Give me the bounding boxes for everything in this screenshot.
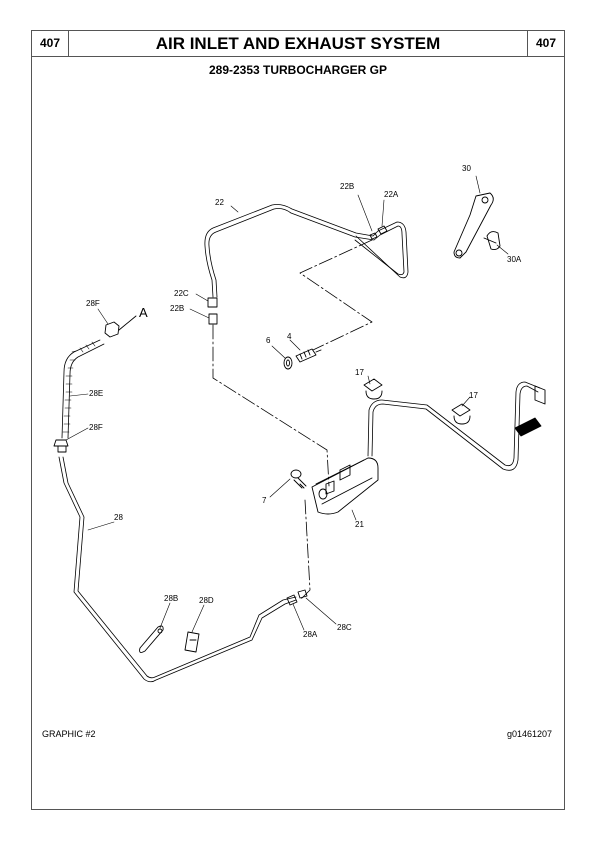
- callout-6: 6: [266, 336, 271, 345]
- callout-leaders: [65, 175, 509, 633]
- callout-22b-mid: 22B: [170, 304, 184, 313]
- parts-4-6: [283, 348, 322, 370]
- hose-28e: [61, 339, 105, 439]
- tube-22: [204, 204, 409, 298]
- callout-17-left: 17: [355, 368, 364, 377]
- callout-28a: 28A: [303, 630, 318, 639]
- callout-22b-top: 22B: [340, 182, 354, 191]
- fitting-22c-22b: [207, 297, 218, 325]
- callout-labels: 30 30A 22 22B 22A 22C 22B 28F A 4 6 17 1…: [86, 164, 522, 639]
- callout-30a: 30A: [507, 255, 522, 264]
- callout-30: 30: [462, 164, 471, 173]
- callout-a: A: [139, 305, 148, 320]
- fitting-22a-22b: [369, 225, 388, 240]
- bolt-7: [290, 469, 307, 489]
- callout-28e: 28E: [89, 389, 103, 398]
- clip-28b: [139, 625, 164, 653]
- clip-17-right: [451, 403, 471, 425]
- callout-28f-top: 28F: [86, 299, 100, 308]
- leader-lines: [212, 239, 373, 600]
- callout-22a: 22A: [384, 190, 399, 199]
- callout-28f-bottom: 28F: [89, 423, 103, 432]
- callout-28: 28: [114, 513, 123, 522]
- callout-22c: 22C: [174, 289, 189, 298]
- bracket-30: [453, 192, 501, 259]
- callout-17-right: 17: [469, 391, 478, 400]
- housing-21: [311, 457, 379, 515]
- callout-22: 22: [215, 198, 224, 207]
- callout-28c: 28C: [337, 623, 352, 632]
- group-subtitle: 289-2353 TURBOCHARGER GP: [208, 63, 388, 77]
- fitting-28f-top: [104, 315, 137, 338]
- clip-17-left: [363, 378, 383, 400]
- tube-28: [58, 456, 297, 683]
- callout-21: 21: [355, 520, 364, 529]
- callout-4: 4: [287, 332, 292, 341]
- page-title: AIR INLET AND EXHAUST SYSTEM: [155, 34, 441, 53]
- page-number-right: 407: [527, 31, 564, 56]
- clip-28d: [184, 631, 200, 653]
- callout-28b: 28B: [164, 594, 178, 603]
- tube-17: [367, 381, 541, 471]
- graphic-label: GRAPHIC #2: [42, 729, 96, 739]
- header-bar: 407 AIR INLET AND EXHAUST SYSTEM 407: [32, 31, 564, 57]
- page-number-left: 407: [32, 31, 69, 56]
- parts-sheet: 407 AIR INLET AND EXHAUST SYSTEM 407 289…: [31, 30, 565, 810]
- fitting-28a-28c: [286, 589, 308, 606]
- callout-28d: 28D: [199, 596, 214, 605]
- fitting-28f-bottom: [53, 439, 69, 453]
- callout-7: 7: [262, 496, 267, 505]
- connector-end: [514, 385, 546, 437]
- graphic-id: g01461207: [506, 729, 552, 739]
